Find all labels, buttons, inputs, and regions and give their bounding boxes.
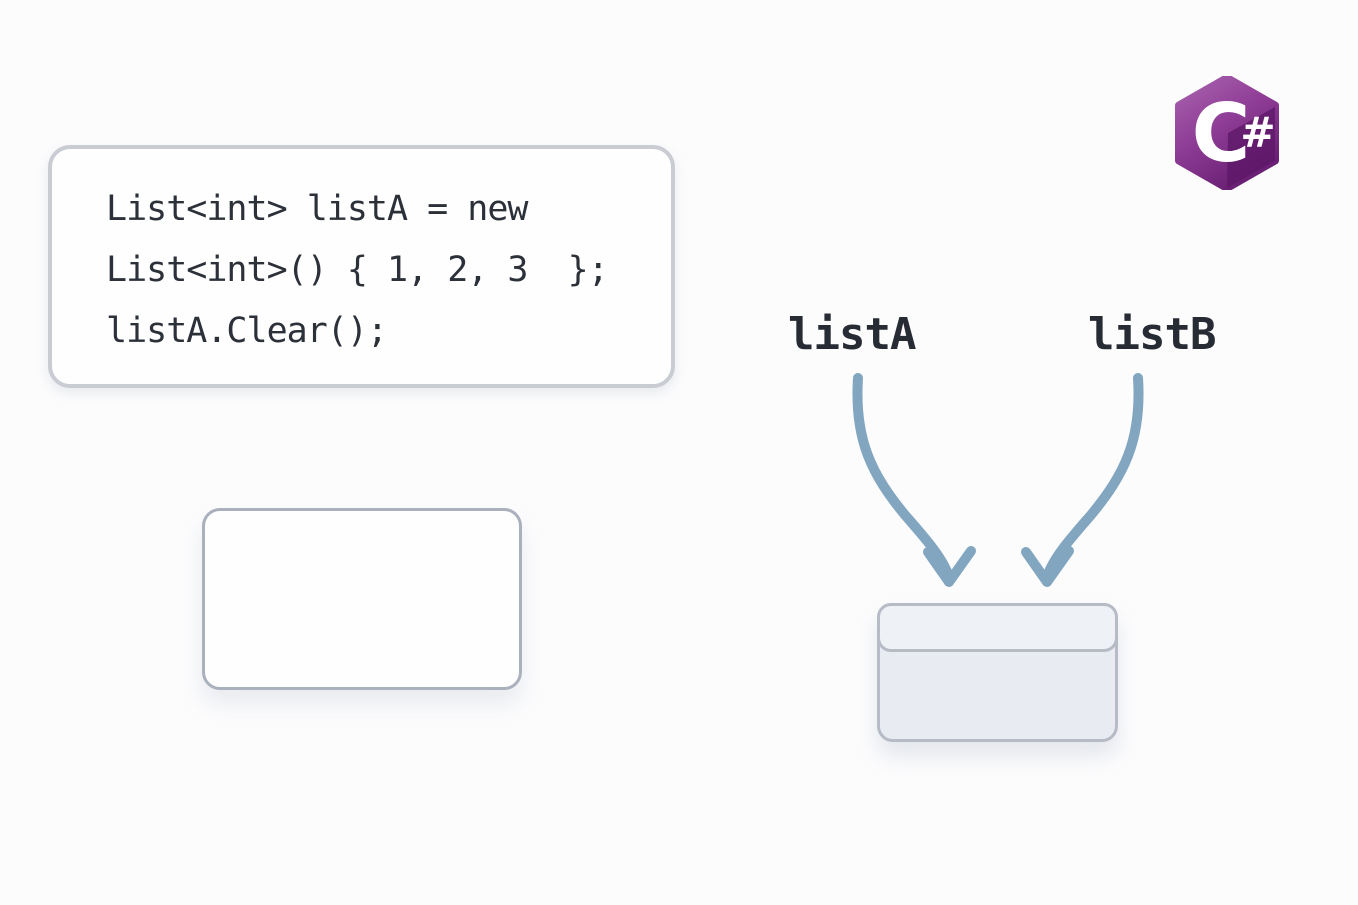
code-line-1: List<int> listA = new <box>106 189 529 229</box>
arrow-lista-head <box>923 546 976 587</box>
code-line-3: listA.Clear(); <box>106 311 388 351</box>
logo-hash: # <box>1240 108 1275 157</box>
pointer-label-lista: listA <box>788 309 916 360</box>
code-snippet-box: List<int> listA = new List<int>() { 1, 2… <box>48 145 675 388</box>
arrow-listb-head <box>1021 546 1074 587</box>
csharp-hexagon-icon: C # <box>1175 74 1279 192</box>
logo-letter: C <box>1192 87 1251 180</box>
code-line-2: List<int>() { 1, 2, 3 }; <box>106 250 609 290</box>
pointer-label-listb: listB <box>1088 309 1216 360</box>
arrow-lista <box>852 373 954 582</box>
arrow-listb <box>1042 373 1144 582</box>
empty-list-box <box>202 508 522 690</box>
list-object-header <box>877 603 1118 652</box>
csharp-logo: C # <box>1170 74 1284 192</box>
pointer-arrows <box>852 373 1144 587</box>
list-object-box <box>877 603 1118 742</box>
